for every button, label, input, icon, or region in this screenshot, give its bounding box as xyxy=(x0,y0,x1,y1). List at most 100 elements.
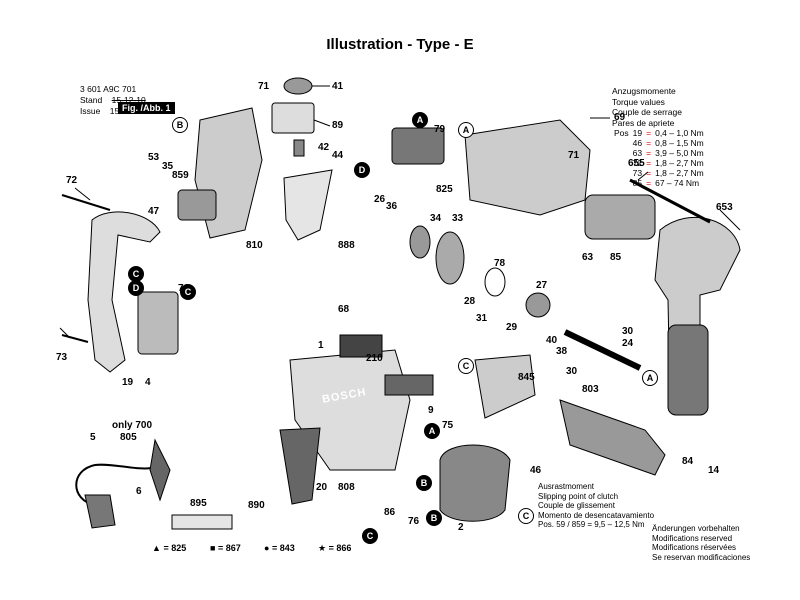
rear-cover-20 xyxy=(279,427,321,505)
part-label: 79 xyxy=(434,124,446,135)
part-label: 653 xyxy=(716,202,733,213)
callout-marker: C xyxy=(458,358,474,374)
cover-89 xyxy=(271,102,315,134)
ring-78 xyxy=(484,267,506,297)
knob-41 xyxy=(283,77,313,95)
callout-marker: C xyxy=(518,508,534,524)
bearing-29 xyxy=(525,292,551,318)
legend-843: ● = 843 xyxy=(264,543,295,553)
part-label: 29 xyxy=(506,322,518,333)
callout-marker: A xyxy=(412,112,428,128)
part-label: 30 xyxy=(566,366,578,377)
part-label: 42 xyxy=(318,142,330,153)
part-label: 30 xyxy=(622,326,634,337)
part-label: 808 xyxy=(338,482,355,493)
part-label: 33 xyxy=(452,213,464,224)
stand-date: 15-12-10 xyxy=(111,95,146,105)
plug-5 xyxy=(84,494,116,529)
only-700-note: only 700 xyxy=(112,420,153,431)
part-label: 36 xyxy=(386,201,398,212)
callout-marker: C xyxy=(180,284,196,300)
part-label: 47 xyxy=(148,206,160,217)
part-label: 2 xyxy=(458,522,464,533)
part-label: 68 xyxy=(338,304,350,315)
part-label: 1 xyxy=(318,340,324,351)
part-label: 810 xyxy=(246,240,263,251)
part-label: 9 xyxy=(428,405,434,416)
part-label: 803 xyxy=(582,384,599,395)
gear-housing-825 xyxy=(464,119,591,216)
callout-marker: D xyxy=(354,162,370,178)
part-label: 19 xyxy=(122,377,134,388)
part-label: 89 xyxy=(332,120,344,131)
stand-row: Stand 15-12-10 xyxy=(80,95,146,105)
switch-unit xyxy=(137,291,179,355)
armature-803 xyxy=(559,399,666,476)
nameplate-9 xyxy=(384,374,434,396)
part-label: 72 xyxy=(66,175,78,186)
callout-marker: B xyxy=(426,510,442,526)
part-label: 76 xyxy=(408,516,420,527)
gear-34 xyxy=(409,225,431,259)
part-label: 26 xyxy=(374,194,386,205)
callout-marker: B xyxy=(172,117,188,133)
part-label: 655 xyxy=(628,158,645,169)
depth-rod-655 xyxy=(629,178,711,224)
callout-marker: D xyxy=(128,280,144,296)
part-label: 53 xyxy=(148,152,160,163)
legend-825: ▲ = 825 xyxy=(152,543,187,553)
fan-845 xyxy=(474,354,536,419)
part-label: 825 xyxy=(436,184,453,195)
field-coil-2 xyxy=(439,444,511,522)
modification-notes: Änderungen vorbehalten Modifications res… xyxy=(652,524,751,562)
part-label: 75 xyxy=(442,420,454,431)
part-label: 27 xyxy=(536,280,548,291)
part-label: 28 xyxy=(464,296,476,307)
grease-tube-895 xyxy=(171,514,233,530)
callout-marker: A xyxy=(458,122,474,138)
handle-grip xyxy=(667,324,709,416)
callout-marker: A xyxy=(424,423,440,439)
callout-marker: B xyxy=(416,475,432,491)
part-label: 895 xyxy=(190,498,207,509)
part-label: 84 xyxy=(682,456,694,467)
cable-sleeve-6 xyxy=(149,438,171,502)
part-label: 20 xyxy=(316,482,328,493)
legend-867: ■ = 867 xyxy=(210,543,241,553)
gear-33 xyxy=(435,231,465,285)
part-label: 888 xyxy=(338,240,355,251)
part-label: 24 xyxy=(622,338,634,349)
part-label: 4 xyxy=(145,377,151,388)
part-label: 63 xyxy=(582,252,594,263)
part-label: 85 xyxy=(610,252,622,263)
part-label: 14 xyxy=(708,465,720,476)
capacitor-79 xyxy=(391,127,445,165)
part-label: 78 xyxy=(494,258,506,269)
part-label: 40 xyxy=(546,335,558,346)
part-label: 845 xyxy=(518,372,535,383)
screw-72 xyxy=(61,194,111,211)
part-label: 86 xyxy=(384,507,396,518)
clutch-note: Ausrastmoment Slipping point of clutch C… xyxy=(538,482,655,530)
part-label: 35 xyxy=(162,161,174,172)
part-label: 805 xyxy=(120,432,137,443)
part-label: 69 xyxy=(614,112,626,123)
part-label: 859 xyxy=(172,170,189,181)
part-label: 71 xyxy=(568,150,580,161)
nameplate-210 xyxy=(339,334,383,358)
rear-handle-housing xyxy=(87,211,161,373)
part-label: 71 xyxy=(258,81,270,92)
part-label: 31 xyxy=(476,313,488,324)
part-label: 6 xyxy=(136,486,142,497)
screw-73 xyxy=(61,334,89,343)
part-label: 38 xyxy=(556,346,568,357)
legend-866: ★ = 866 xyxy=(318,543,352,553)
chuck-859 xyxy=(177,189,217,221)
page-title: Illustration - Type - E xyxy=(326,36,474,53)
brush-42 xyxy=(293,139,305,157)
part-label: 5 xyxy=(90,432,96,443)
model-number: 3 601 A9C 701 xyxy=(80,84,137,94)
callout-marker: A xyxy=(642,370,658,386)
